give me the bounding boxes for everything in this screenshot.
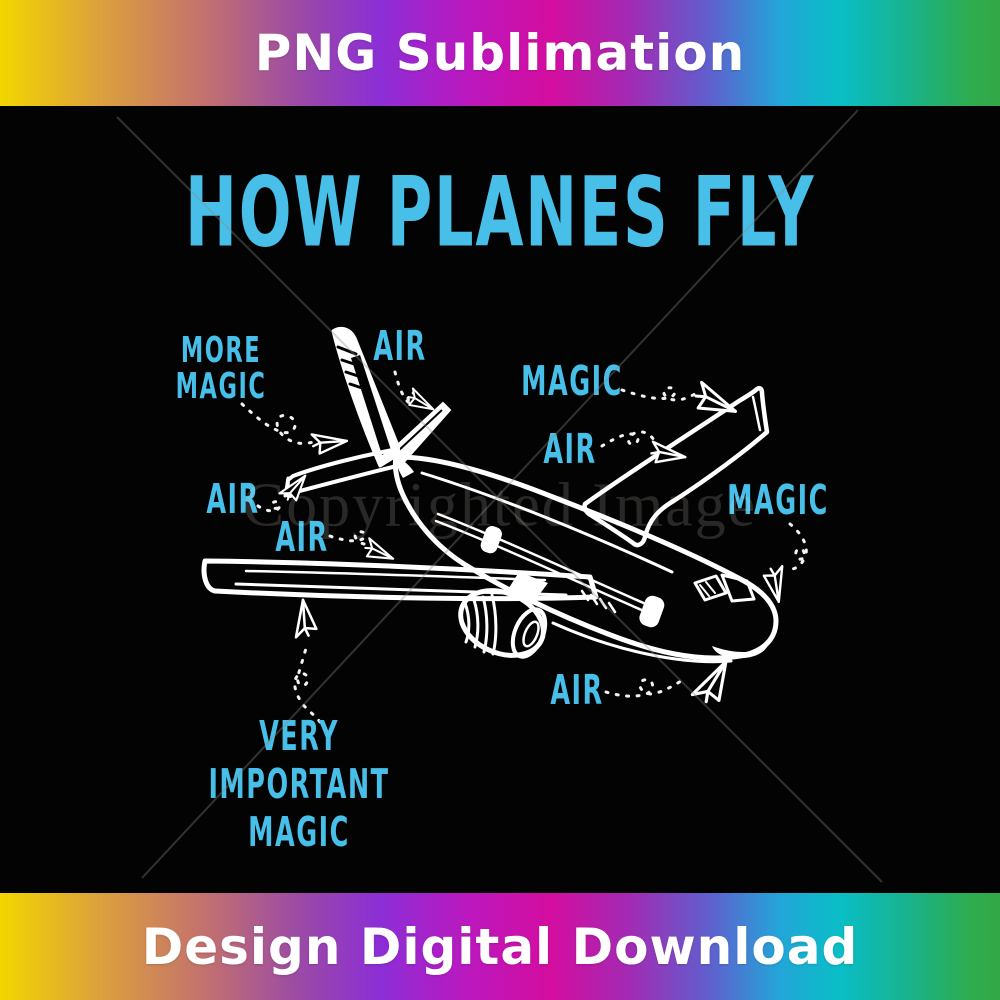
dashed-trail: [600, 430, 656, 448]
banner-bottom-label: Design Digital Download: [141, 917, 859, 976]
passenger-door-rear: [480, 526, 502, 554]
fuselage: [392, 454, 779, 661]
label-more-magic: MORE MAGIC: [175, 329, 267, 408]
paper-plane-icon: [684, 660, 737, 709]
banner-bottom: Design Digital Download: [0, 893, 1000, 1000]
label-air-mid: AIR: [543, 426, 597, 474]
label-air-bottom: AIR: [550, 667, 604, 715]
fuselage-hatch-ticks: [580, 589, 617, 614]
dashed-trail: [784, 522, 808, 572]
passenger-door-front: [639, 595, 665, 628]
dashed-trail: [620, 386, 700, 402]
wing-far: [582, 385, 770, 548]
dashed-trail: [256, 500, 282, 513]
tail-fin: [331, 326, 403, 468]
label-air-top: AIR: [373, 323, 427, 371]
label-air-left-upper: AIR: [206, 476, 260, 524]
banner-top-label: PNG Sublimation: [254, 24, 746, 82]
nose-chin: [712, 643, 769, 659]
label-air-left-lower: AIR: [275, 514, 329, 562]
design-title: HOW PLANES FLY: [184, 157, 816, 269]
dashed-trail: [240, 402, 315, 445]
paper-plane-icon: [280, 598, 327, 646]
paper-plane-icon: [360, 531, 395, 568]
cockpit-windows: [693, 573, 756, 603]
banner-top: PNG Sublimation: [0, 0, 1000, 106]
dashed-trail: [293, 646, 322, 724]
dashed-trail: [328, 530, 367, 546]
engine: [458, 572, 548, 659]
belly-line: [551, 621, 733, 664]
label-magic-right: MAGIC: [727, 477, 829, 525]
label-very-important-magic: VERY IMPORTANT MAGIC: [208, 712, 390, 858]
label-magic-mid: MAGIC: [521, 358, 623, 406]
dashed-trail: [604, 676, 688, 698]
